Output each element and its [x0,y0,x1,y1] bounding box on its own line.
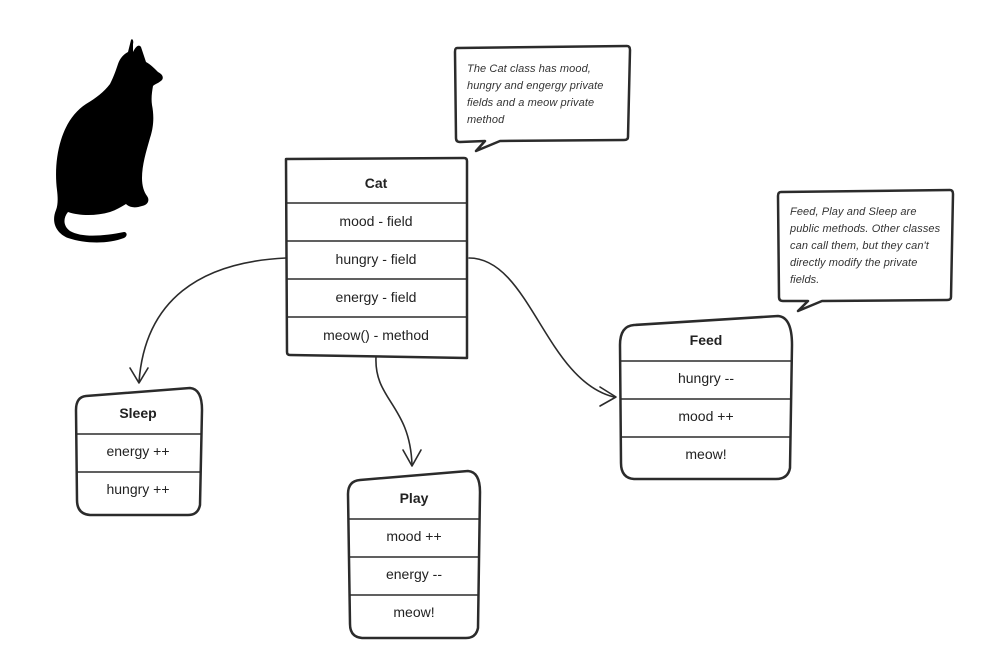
cat-silhouette-icon [54,39,163,243]
play-arrowhead-icon [402,449,422,467]
play-row-mood: mood ++ [386,528,441,544]
cat-note-bubble [453,44,632,153]
play-title: Play [400,490,429,506]
play-row-meow: meow! [393,604,434,620]
sleep-method-box: Sleep energy ++ hungry ++ [74,386,204,517]
play-method-box: Play mood ++ energy -- meow! [346,469,482,640]
play-row-energy: energy -- [386,566,442,582]
sleep-row-energy: energy ++ [106,443,169,459]
feed-method-box: Feed hungry -- mood ++ meow! [618,314,794,481]
feed-row-hungry: hungry -- [678,370,734,386]
cat-note-text: The Cat class has mood, hungry and enger… [467,63,604,126]
sleep-row-hungry: hungry ++ [106,481,169,497]
cat-class-row-hungry: hungry - field [336,251,417,267]
feed-row-meow: meow! [685,446,726,462]
cat-class-row-energy: energy - field [336,289,417,305]
cat-class-row-meow: meow() - method [323,327,429,343]
methods-note-bubble [776,188,955,313]
connector-cat-to-feed [468,257,615,398]
feed-title: Feed [690,332,723,348]
cat-class-row-mood: mood - field [339,213,412,229]
connector-cat-to-play [375,356,413,466]
methods-note-text: Feed, Play and Sleep are public methods.… [790,206,941,286]
feed-arrowhead-icon [599,386,617,407]
sleep-arrowhead-icon [129,367,149,384]
cat-class-title: Cat [365,175,388,191]
feed-row-mood: mood ++ [678,408,733,424]
sleep-title: Sleep [119,405,156,421]
cat-class-box: Cat mood - field hungry - field energy -… [284,156,469,360]
connector-cat-to-sleep [138,257,287,383]
